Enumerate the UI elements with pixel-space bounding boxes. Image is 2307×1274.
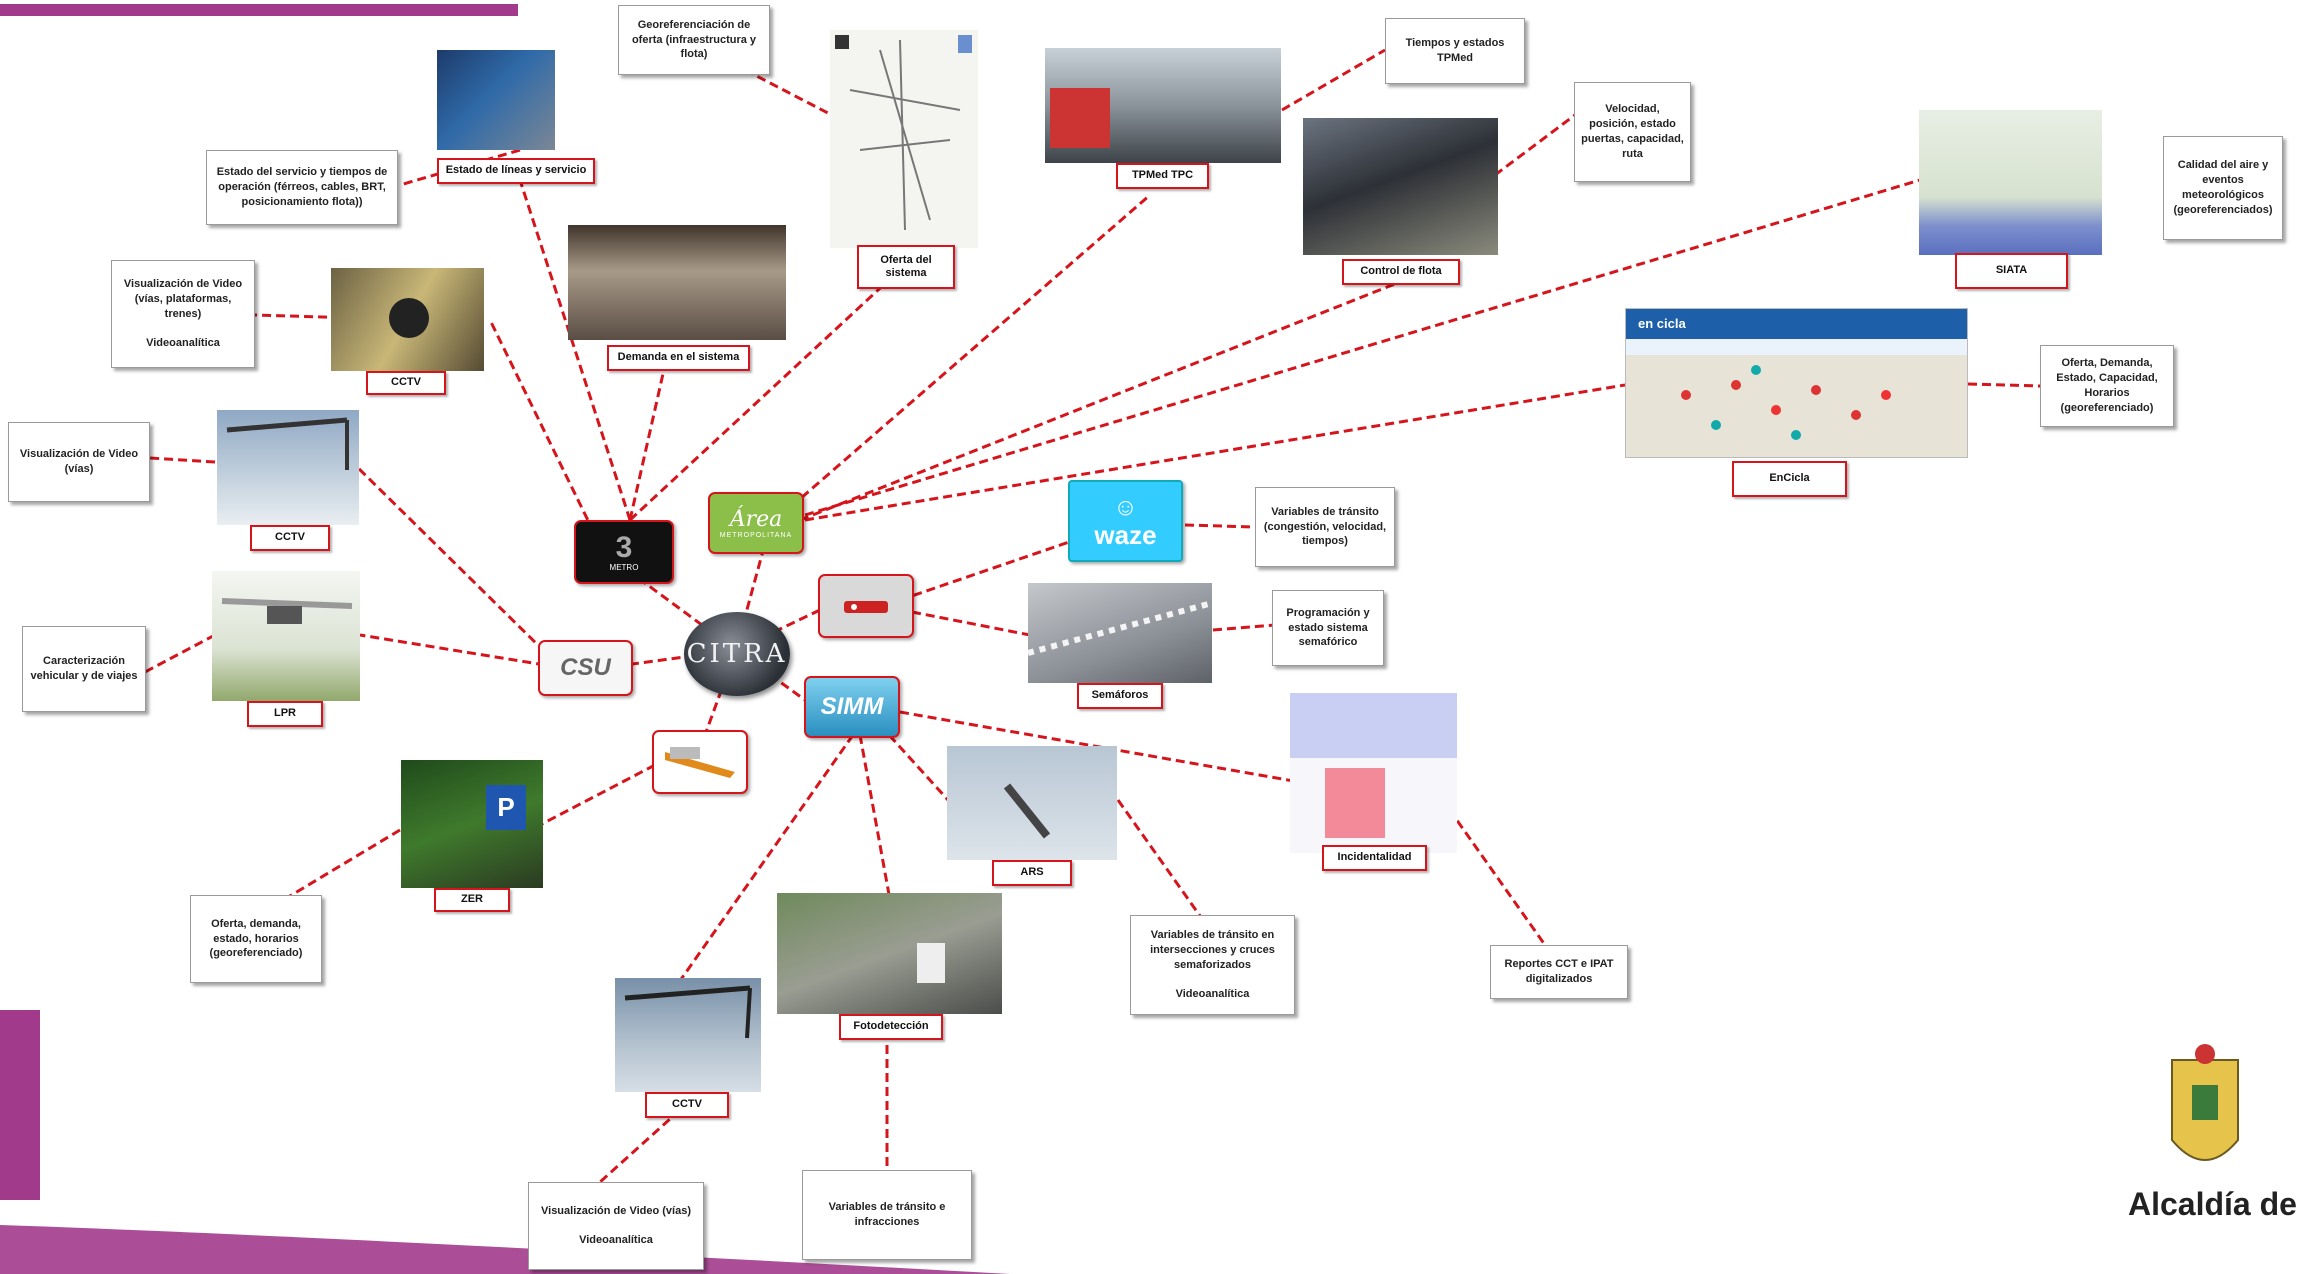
- label-lpr[interactable]: LPR: [247, 701, 323, 727]
- label-zer[interactable]: ZER: [434, 888, 510, 912]
- label-cctv-bottom[interactable]: CCTV: [645, 1092, 729, 1118]
- label-control-flota[interactable]: Control de flota: [1342, 259, 1460, 285]
- link-csu-lpr: [359, 633, 546, 667]
- label-estado-lineas[interactable]: Estado de líneas y servicio: [437, 158, 595, 184]
- link-semaforo-waze: [899, 538, 1076, 602]
- label-oferta-sistema[interactable]: Oferta del sistema: [857, 245, 955, 289]
- alcaldia-logo-text: Alcaldía de Med: [2128, 1186, 2307, 1222]
- link-area-encicla: [804, 383, 1626, 522]
- tpmed-photo: [1045, 48, 1281, 163]
- desc-zer: Oferta, demanda, estado, horarios (geore…: [190, 895, 322, 983]
- label-fotodeteccion[interactable]: Fotodetección: [839, 1014, 943, 1040]
- desc-encicla: Oferta, Demanda, Estado, Capacidad, Hora…: [2040, 345, 2174, 427]
- link-simm-foto: [858, 734, 892, 901]
- traffic-light-icon: [844, 601, 888, 613]
- label-cctv-vias[interactable]: CCTV: [250, 525, 330, 551]
- desc-siata: Calidad del aire y eventos meteorológico…: [2163, 136, 2283, 240]
- metro-mark-icon: 3: [615, 530, 633, 564]
- desc-incidentalidad: Reportes CCT e IPAT digitalizados: [1490, 945, 1628, 999]
- demanda-photo: [568, 225, 786, 340]
- link-tpmed-desc: [1281, 48, 1386, 112]
- parking-sign-icon: P: [486, 785, 526, 830]
- semaforos-photo: [1028, 583, 1212, 683]
- footer-swoosh: [0, 1225, 1010, 1274]
- alcaldia-crest-icon: [2164, 1040, 2246, 1180]
- link-metro-estado: [518, 179, 632, 521]
- desc-tpmed: Tiempos y estados TPMed: [1385, 18, 1525, 84]
- label-encicla[interactable]: EnCicla: [1732, 461, 1847, 497]
- desc-cctv-bottom: Visualización de Video (vías)Videoanalít…: [528, 1182, 704, 1270]
- link-cctv-bottom-desc: [598, 1108, 682, 1184]
- link-ars-desc: [1116, 799, 1212, 931]
- link-metro-cctv: [488, 319, 602, 546]
- cctv-metro-photo: [331, 268, 484, 371]
- waze-face-icon: ☺: [1113, 494, 1138, 521]
- label-ars[interactable]: ARS: [992, 860, 1072, 886]
- link-semaforo-semaforos: [911, 610, 1031, 637]
- desc-cctv-metro: Visualización de Video (vías, plataforma…: [111, 260, 255, 368]
- fotomulta-logo[interactable]: [652, 730, 748, 794]
- link-encicla-desc: [1967, 382, 2041, 388]
- label-demanda[interactable]: Demanda en el sistema: [607, 345, 750, 371]
- siata-map-photo: [1919, 110, 2102, 255]
- citra-hub[interactable]: CITRA: [684, 612, 790, 696]
- desc-control-flota: Velocidad, posición, estado puertas, cap…: [1574, 82, 1691, 182]
- cctv-vias-photo: [217, 410, 359, 525]
- link-area-siata: [804, 178, 1921, 517]
- semaforo-node[interactable]: [818, 574, 914, 638]
- control-flota-photo: [1303, 118, 1498, 255]
- incidentalidad-map-photo: [1290, 693, 1457, 853]
- link-metro-oferta: [628, 263, 907, 522]
- link-area-flota: [799, 268, 1431, 522]
- bus-icon: [1050, 88, 1110, 148]
- simm-logo[interactable]: SIMM: [804, 676, 900, 738]
- link-simm-incidentalidad: [899, 710, 1346, 792]
- brand-fragment: [0, 1010, 40, 1200]
- link-cctv-desc2: [149, 456, 216, 464]
- link-semaforos-desc: [1212, 623, 1276, 632]
- link-csu-cctv: [348, 458, 547, 654]
- fotodeteccion-photo: [777, 893, 1002, 1014]
- link-lpr-desc: [144, 633, 216, 674]
- area-metropolitana-logo[interactable]: Área METROPOLITANA: [708, 492, 804, 554]
- link-metro-demanda: [628, 364, 667, 521]
- label-cctv-metro[interactable]: CCTV: [366, 371, 446, 395]
- oferta-map-photo: [830, 30, 978, 248]
- waze-logo[interactable]: ☺ waze: [1068, 480, 1183, 562]
- label-tpmed[interactable]: TPMed TPC: [1116, 163, 1209, 189]
- ars-photo: [947, 746, 1117, 860]
- desc-semaforos: Programación y estado sistema semafórico: [1272, 590, 1384, 666]
- estado-lineas-photo: [437, 50, 555, 150]
- accent-bar: [0, 4, 518, 16]
- label-semaforos[interactable]: Semáforos: [1077, 683, 1163, 709]
- label-incidentalidad[interactable]: Incidentalidad: [1322, 845, 1427, 871]
- desc-waze: Variables de tránsito (congestión, veloc…: [1255, 487, 1395, 567]
- desc-cctv-vias: Visualización de Video (vías): [8, 422, 150, 502]
- link-fotomulta-zer: [539, 763, 656, 827]
- encicla-stations-icon: [1681, 365, 1891, 440]
- camera-ribbon-icon: [665, 747, 735, 778]
- encicla-map-photo: en cicla: [1625, 308, 1968, 458]
- zer-photo: P: [401, 760, 543, 888]
- csu-logo[interactable]: CSU: [538, 640, 633, 696]
- desc-oferta: Georeferenciación de oferta (infraestruc…: [618, 5, 770, 75]
- metro-logo[interactable]: 3 METRO: [574, 520, 674, 584]
- desc-fotodeteccion: Variables de tránsito e infracciones: [802, 1170, 972, 1260]
- desc-lpr: Caracterización vehicular y de viajes: [22, 626, 146, 712]
- label-siata[interactable]: SIATA: [1955, 253, 2068, 289]
- desc-estado-lineas: Estado del servicio y tiempos de operaci…: [206, 150, 398, 225]
- link-flota-desc: [1494, 113, 1576, 177]
- desc-ars: Variables de tránsito en intersecciones …: [1130, 915, 1295, 1015]
- link-waze-desc: [1184, 523, 1256, 529]
- lpr-photo: [212, 571, 360, 701]
- cctv-bottom-photo: [615, 978, 761, 1092]
- link-simm-cctv: [668, 734, 855, 996]
